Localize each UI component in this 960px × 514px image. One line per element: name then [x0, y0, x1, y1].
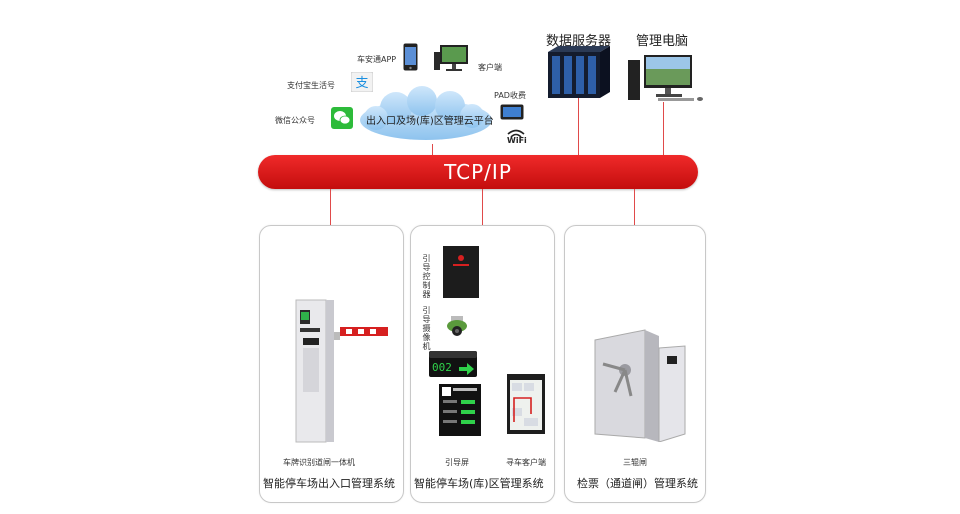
- guidance-screen-label: 引导屏: [445, 458, 469, 467]
- led-count: 002: [432, 361, 452, 374]
- app-label: 车安通APP: [357, 55, 397, 64]
- connector-server: [578, 98, 579, 156]
- connector-cloud: [432, 144, 433, 156]
- panel-ticket-check: 三辊闸 检票（通道闸）管理系统: [564, 225, 706, 503]
- connector-right-panel: [634, 189, 635, 225]
- bus-label: TCP/IP: [444, 160, 512, 184]
- tcp-ip-bus: TCP/IP: [258, 155, 698, 189]
- pc-icon: [628, 52, 706, 102]
- car-finder-label: 寻车客户端: [506, 458, 546, 467]
- wechat-label: 微信公众号: [275, 116, 315, 125]
- cloud-platform: 出入口及场(库)区管理云平台: [356, 86, 496, 144]
- wechat-icon: [331, 107, 353, 129]
- cloud-icon: [360, 86, 492, 140]
- controller-label: 引导控制器: [422, 254, 431, 299]
- panel-parking-guidance: 引导控制器 引导摄像机 002: [410, 225, 555, 503]
- tablet-icon: [500, 104, 524, 120]
- connector-left-panel: [330, 189, 331, 225]
- guidance-screen-image: [439, 384, 481, 436]
- wifi-label: WiFi: [507, 136, 527, 145]
- car-finder-image: [507, 374, 545, 434]
- guidance-camera-image: [447, 316, 467, 338]
- server-title: 数据服务器: [546, 34, 612, 49]
- entrance-system-title: 智能停车场出入口管理系统: [263, 477, 395, 490]
- led-sign: 002: [429, 351, 477, 377]
- pad-label: PAD收费: [494, 91, 526, 100]
- panel-entrance-exit: 车牌识别道闸一体机 智能停车场出入口管理系统: [259, 225, 404, 503]
- barrier-gate-image: [290, 296, 390, 446]
- camera-label: 引导摄像机: [422, 306, 431, 351]
- turnstile-label: 三辊闸: [623, 458, 647, 467]
- connector-middle-panel: [482, 189, 483, 225]
- connector-pc: [663, 102, 664, 156]
- client-monitor-icon: [434, 44, 472, 76]
- alipay-label: 支付宝生活号: [287, 81, 335, 90]
- svg-text:支: 支: [355, 76, 368, 91]
- ticket-system-title: 检票（通道闸）管理系统: [577, 477, 698, 490]
- parking-system-title: 智能停车场(库)区管理系统: [414, 477, 544, 490]
- server-icon: [548, 46, 610, 98]
- client-label: 客户端: [478, 63, 502, 72]
- phone-icon: [403, 43, 418, 71]
- alipay-icon: 支: [350, 71, 374, 93]
- wifi-icon: WiFi: [506, 126, 527, 146]
- pc-title: 管理电脑: [636, 34, 689, 49]
- tripod-turnstile-image: [585, 326, 689, 443]
- barrier-gate-label: 车牌识别道闸一体机: [283, 458, 355, 467]
- cloud-label: 出入口及场(库)区管理云平台: [366, 116, 494, 127]
- guidance-controller-image: [443, 246, 479, 298]
